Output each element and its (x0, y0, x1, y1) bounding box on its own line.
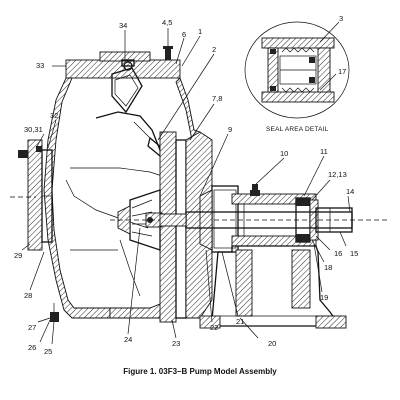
callout-22: 22 (210, 323, 218, 332)
callout-25: 25 (44, 347, 52, 356)
seal-area-detail-label: SEAL AREA DETAIL (266, 126, 329, 133)
callout-3: 3 (339, 14, 343, 23)
callout-9: 9 (228, 125, 232, 134)
callout-1: 1 (198, 27, 202, 36)
callout-23: 23 (172, 339, 180, 348)
callout-7-8: 7,8 (212, 94, 222, 103)
callout-24: 24 (124, 335, 132, 344)
callout-6: 6 (182, 30, 186, 39)
callout-2: 2 (212, 45, 216, 54)
impeller-wearplate (110, 131, 390, 323)
callout-27: 27 (28, 323, 36, 332)
callout-numbers: 34 4,5 6 1 2 33 32 30,31 7,8 9 10 11 12,… (14, 18, 358, 356)
bearing-housing (159, 131, 353, 329)
callout-18: 18 (324, 263, 332, 272)
callout-20: 20 (268, 339, 276, 348)
callout-19: 19 (320, 293, 328, 302)
callout-21: 21 (236, 317, 244, 326)
callout-16: 16 (334, 249, 342, 258)
callout-12-13: 12,13 (328, 170, 347, 179)
callout-29: 29 (14, 251, 22, 260)
callout-14: 14 (346, 187, 354, 196)
callout-34: 34 (119, 21, 127, 30)
callout-26: 26 (28, 343, 36, 352)
callout-30-31: 30,31 (24, 125, 43, 134)
callout-28: 28 (24, 291, 32, 300)
figure-caption: Figure 1. 03F3–B Pump Model Assembly (123, 367, 277, 376)
seal-area-detail: 3 17 SEAL AREA DETAIL (244, 14, 350, 133)
callout-17: 17 (338, 67, 346, 76)
callout-32: 32 (50, 111, 58, 120)
callout-10: 10 (280, 149, 288, 158)
callout-4-5: 4,5 (162, 18, 172, 27)
callout-33: 33 (36, 61, 44, 70)
leader-lines (21, 28, 351, 345)
callout-11: 11 (320, 147, 328, 156)
callout-15: 15 (350, 249, 358, 258)
